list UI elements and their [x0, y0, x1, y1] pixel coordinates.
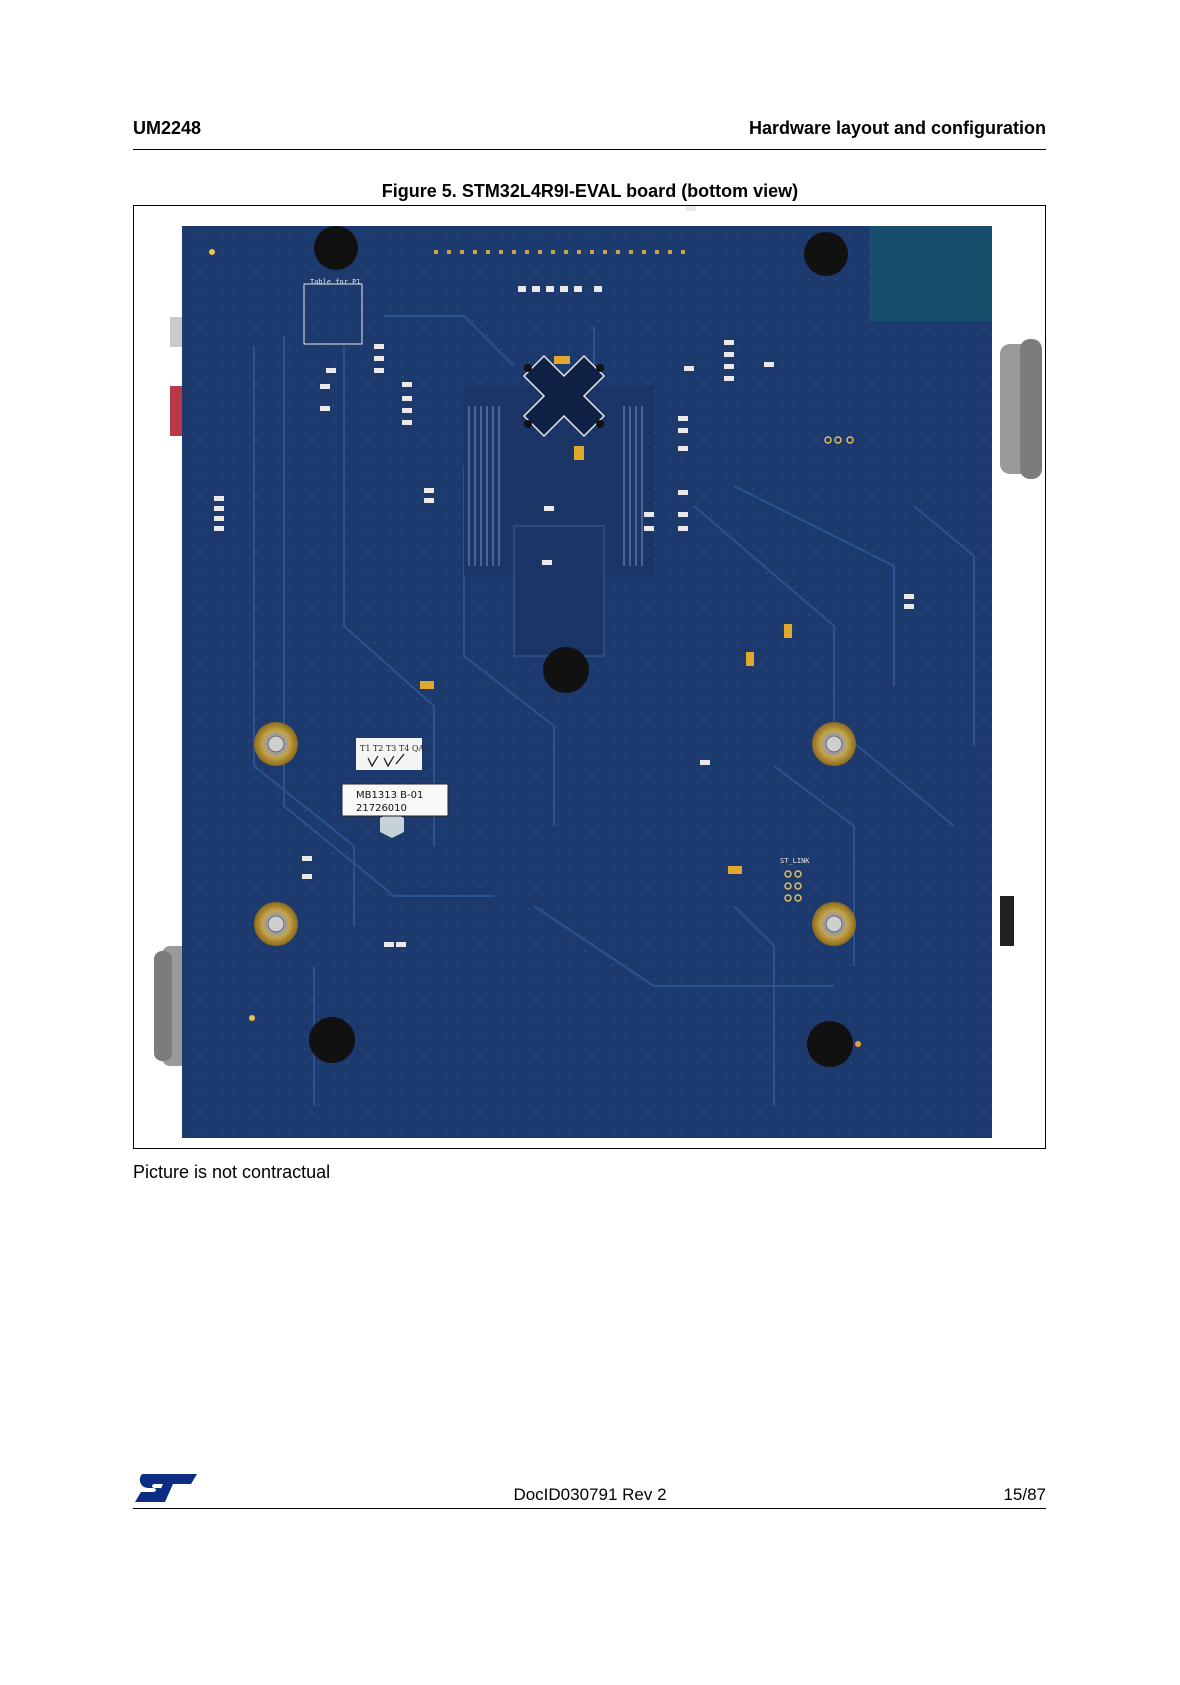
jack-connector: [1000, 896, 1014, 946]
svg-text:T1 T2 T3 T4 QA: T1 T2 T3 T4 QA: [360, 744, 424, 753]
board-id-label: MB1313 B-01 21726010: [342, 784, 448, 816]
board-photo: Table for P1: [134, 206, 1045, 1148]
qa-sticker: T1 T2 T3 T4 QA: [356, 738, 424, 770]
board-label-line2: 21726010: [356, 803, 407, 814]
board-label-line1: MB1313 B-01: [356, 790, 423, 801]
silk-table-title: Table for P1: [310, 278, 361, 286]
footer-page-number: 15/87: [1003, 1485, 1046, 1505]
figure-frame: Table for P1: [133, 205, 1046, 1149]
figure-caption: Figure 5. STM32L4R9I-EVAL board (bottom …: [0, 181, 1180, 202]
section-title: Hardware layout and configuration: [749, 118, 1046, 139]
figure-note: Picture is not contractual: [133, 1162, 330, 1183]
doc-code: UM2248: [133, 118, 201, 139]
footer-rule: [133, 1508, 1046, 1509]
silk-stlink: ST_LINK: [780, 857, 810, 865]
header-rule: [133, 149, 1046, 150]
